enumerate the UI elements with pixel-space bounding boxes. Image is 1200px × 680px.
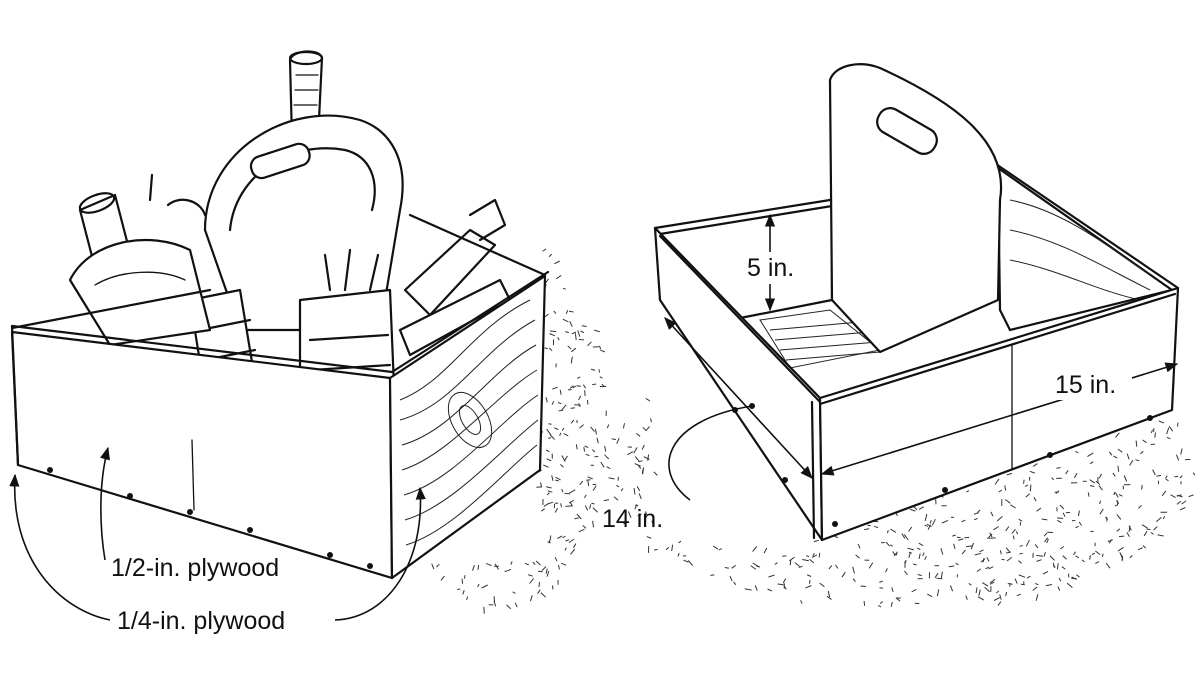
- right-tote-figure: 5 in. 15 in. 14 in.: [601, 64, 1195, 607]
- width-dimension-label: 14 in.: [602, 505, 663, 533]
- left-tote-figure: 1/2-in. plywood 1/4-in. plywood: [12, 51, 609, 635]
- half-inch-plywood-label: 1/2-in. plywood: [111, 554, 279, 582]
- right-box-body: [655, 64, 1178, 540]
- height-dimension-label: 5 in.: [747, 254, 794, 282]
- length-dimension-label: 15 in.: [1055, 371, 1116, 399]
- quarter-inch-plywood-label: 1/4-in. plywood: [117, 607, 285, 635]
